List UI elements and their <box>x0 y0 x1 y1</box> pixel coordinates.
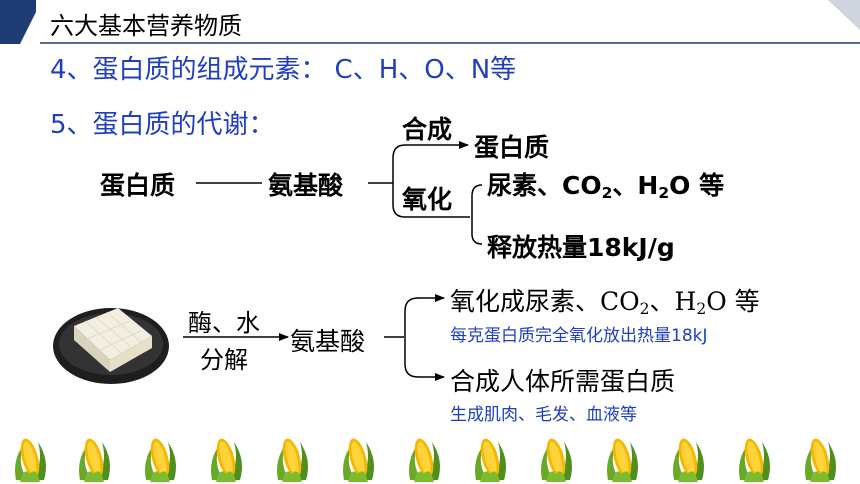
d1-oxidation-products: 尿素、CO2、H2O 等 <box>487 171 725 202</box>
corn-icon <box>805 436 836 482</box>
d2-amino-acid: 氨基酸 <box>290 327 366 356</box>
d2-synthesis-note: 生成肌肉、毛发、血液等 <box>450 405 637 425</box>
corn-icon <box>739 436 770 482</box>
corn-icon <box>15 436 46 482</box>
tofu-image <box>53 308 169 384</box>
point-4-elements: C、H、O、N等 <box>334 55 517 85</box>
corn-icon <box>343 436 374 482</box>
d1-protein: 蛋白质 <box>100 171 176 200</box>
point-4: 4、蛋白质的组成元素：C、H、O、N等 <box>50 49 516 86</box>
d2-oxidation-note: 每克蛋白质完全氧化放出热量18kJ <box>450 326 708 346</box>
d2-arrow-top-label: 酶、水 <box>188 309 260 337</box>
d1-amino-acid: 氨基酸 <box>268 171 344 200</box>
d1-synthesis-product: 蛋白质 <box>474 133 550 162</box>
brace-lower <box>404 297 419 378</box>
corn-icon <box>607 436 638 482</box>
corn-icon <box>475 436 506 482</box>
corn-icon <box>211 436 242 482</box>
point-5-label: 5、蛋白质的代谢： <box>50 110 275 140</box>
d2-oxidation-products: 氧化成尿素、CO2、H2O 等 <box>450 287 760 318</box>
d2-synthesis: 合成人体所需蛋白质 <box>450 367 676 396</box>
header-bar <box>0 0 860 44</box>
corn-icon <box>541 436 572 482</box>
corn-icon <box>79 436 110 482</box>
corn-icon <box>145 436 176 482</box>
corn-icon <box>409 436 440 482</box>
page-title: 六大基本营养物质 <box>50 12 242 40</box>
point-4-label: 4、蛋白质的组成元素： <box>50 55 327 85</box>
d1-synthesis-label: 合成 <box>402 115 453 144</box>
corn-icon <box>277 436 308 482</box>
d1-oxidation-label: 氧化 <box>402 185 453 214</box>
d2-arrow-bottom-label: 分解 <box>200 346 248 374</box>
d1-heat-release: 释放热量18kJ/g <box>487 233 675 262</box>
corn-decoration-row <box>15 436 836 482</box>
corn-icon <box>673 436 704 482</box>
brace-oxidation <box>471 184 483 245</box>
brace-main <box>392 144 406 218</box>
